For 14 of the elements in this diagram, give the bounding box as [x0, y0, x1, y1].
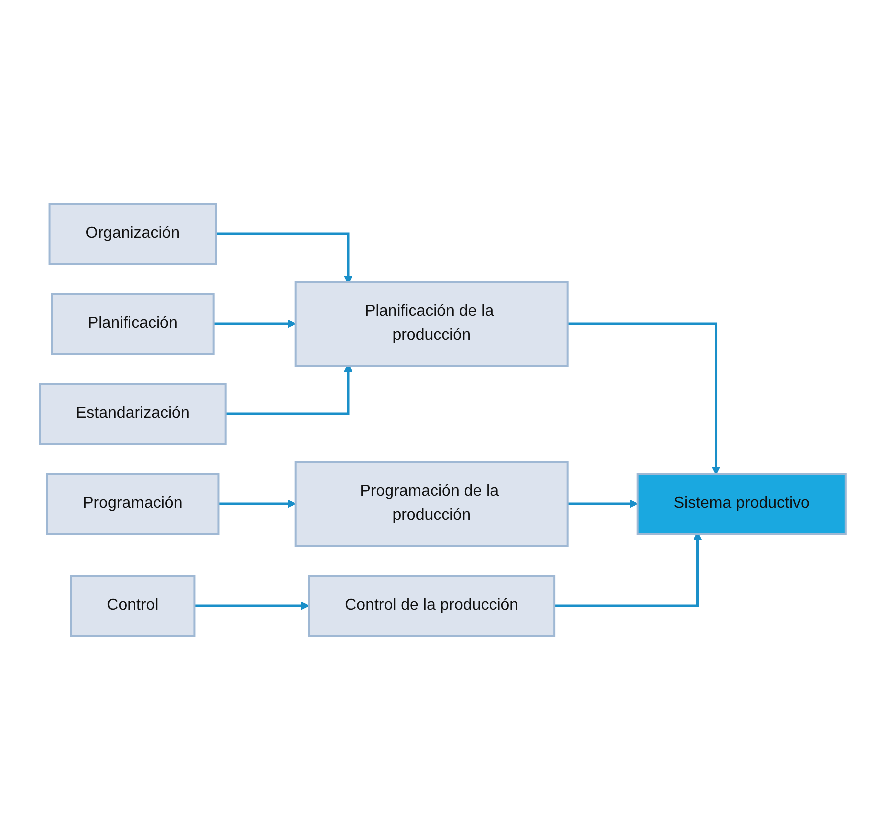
arrow [213, 319, 296, 328]
node-box: Programación [46, 472, 220, 534]
node-box: Planificación [50, 292, 214, 354]
arrow [567, 499, 638, 508]
node-box: Control [70, 574, 196, 636]
arrow [218, 499, 296, 508]
node-box: Programación de la producción [294, 460, 568, 546]
arrow [567, 322, 720, 475]
node-box: Planificación de la producción [294, 280, 568, 366]
node-box: Estandarización [38, 382, 226, 444]
node-box: Sistema productivo [636, 472, 846, 534]
node-box: Control de la producción [308, 574, 556, 636]
arrow [194, 601, 310, 610]
node-box: Organización [48, 202, 217, 264]
